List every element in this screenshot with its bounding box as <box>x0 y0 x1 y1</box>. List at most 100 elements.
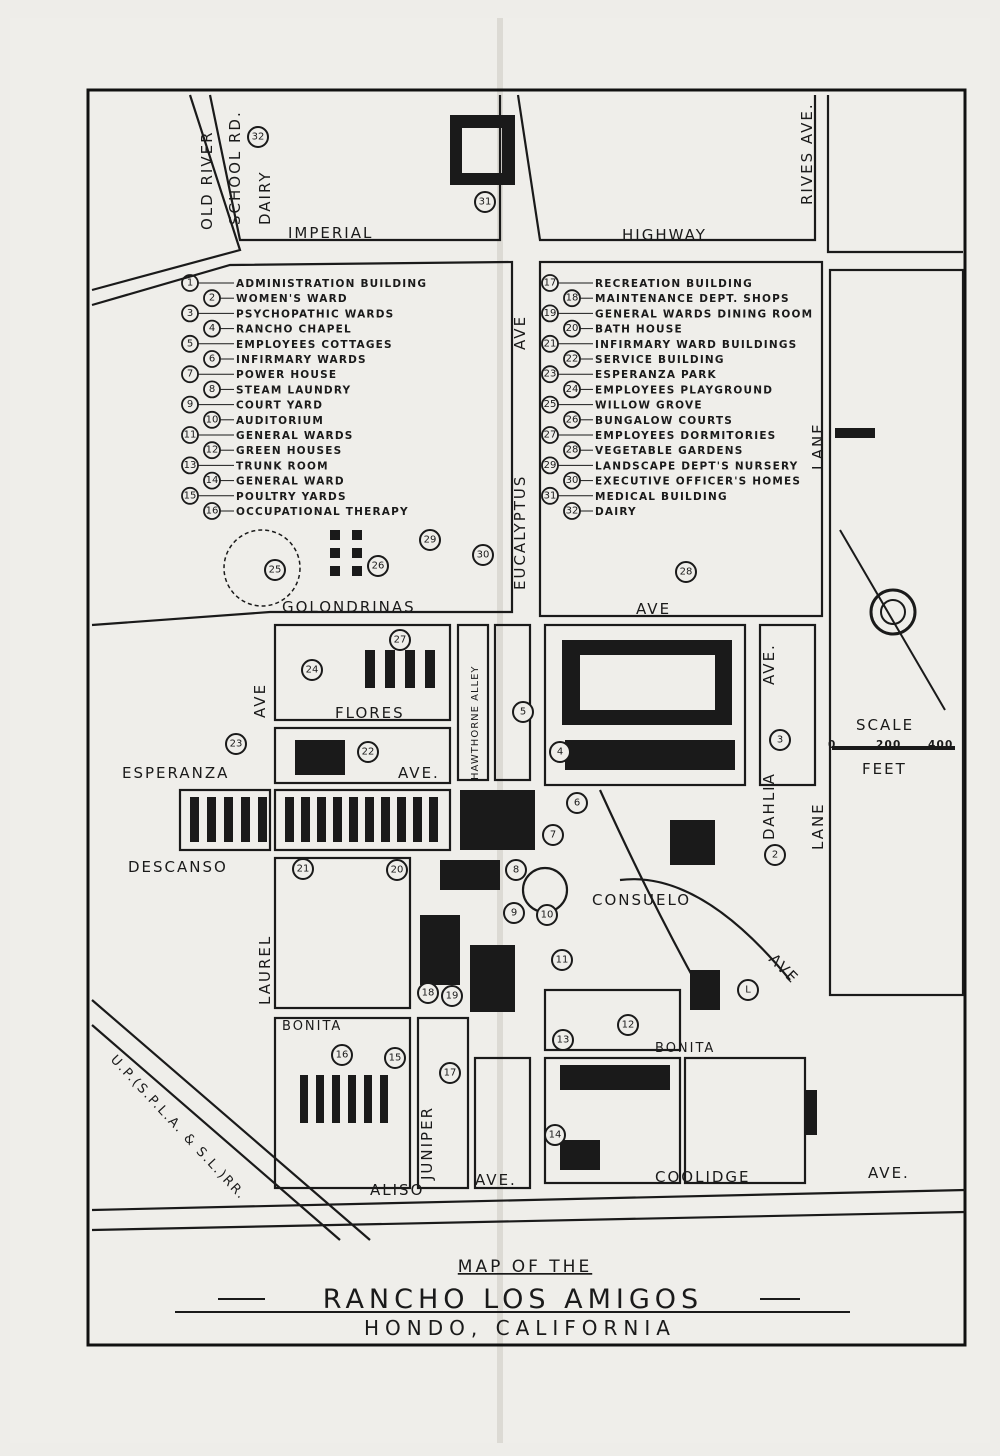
marker-number: L <box>745 985 751 996</box>
marker-number: 17 <box>444 1068 457 1079</box>
marker-number: 9 <box>511 908 517 919</box>
map-marker-27: 27 <box>389 629 411 651</box>
street-bonita-right: BONITA <box>655 1041 715 1056</box>
legend-number: 22 <box>566 354 579 365</box>
street-highway: HIGHWAY <box>622 226 707 244</box>
legend-number: 11 <box>184 430 197 441</box>
block-psychopathic <box>543 623 747 787</box>
legend-number: 7 <box>187 369 193 380</box>
map-marker-9: 9 <box>503 902 525 924</box>
block-maintenance <box>273 856 412 1010</box>
block-top-middle <box>516 94 817 242</box>
legend-label: EMPLOYEES PLAYGROUND <box>595 384 773 396</box>
marker-number: 18 <box>422 988 435 999</box>
street-lane-lower: LANE <box>809 802 827 850</box>
legend-number: 12 <box>206 445 219 456</box>
legend-label: INFIRMARY WARDS <box>236 354 367 366</box>
marker-number: 3 <box>777 735 783 746</box>
street-consuelo: CONSUELO <box>592 891 691 909</box>
map-marker-31: 31 <box>474 191 496 213</box>
marker-number: 31 <box>479 197 492 208</box>
block-juniper <box>416 1016 470 1190</box>
marker-number: 2 <box>772 850 778 861</box>
block-descanso-west <box>178 788 272 852</box>
street-old-river: OLD RIVER <box>198 131 216 231</box>
buildings <box>190 115 875 1170</box>
legend-number: 16 <box>206 506 219 517</box>
block-top-left <box>208 94 502 242</box>
legend-number: 19 <box>544 308 557 319</box>
map-marker-13: 13 <box>552 1029 574 1051</box>
old-river-road <box>91 94 242 292</box>
legend-number: 17 <box>544 278 557 289</box>
psychopathic-wards <box>562 640 732 725</box>
street-juniper: JUNIPER <box>418 1106 436 1181</box>
marker-number: 21 <box>297 864 310 875</box>
block-legend-left <box>91 260 514 627</box>
womens-ward <box>670 820 715 865</box>
legend-number: 21 <box>544 338 557 349</box>
street-dahlia-ave: AVE. <box>760 643 778 685</box>
block-east <box>828 268 965 997</box>
marker-number: 30 <box>477 550 490 561</box>
map-marker-7: 7 <box>542 824 564 846</box>
street-coolidge-ave: AVE. <box>868 1164 910 1182</box>
scale-unit: FEET <box>862 760 907 778</box>
legend-number: 28 <box>566 445 579 456</box>
street-hawthorne-alley: HAWTHORNE ALLEY <box>470 665 481 780</box>
railroad-east <box>91 1024 341 1241</box>
legend-label: BUNGALOW COURTS <box>595 415 733 427</box>
street-bonita-left: BONITA <box>282 1019 342 1034</box>
street-imperial: IMPERIAL <box>288 224 373 242</box>
general-ward-south <box>560 1065 670 1090</box>
east-building <box>835 428 875 438</box>
map-title: MAP OF THE RANCHO LOS AMIGOS HONDO, CALI… <box>175 1257 850 1340</box>
legend-label: EMPLOYEES COTTAGES <box>236 339 393 351</box>
street-dairy: DAIRY <box>256 170 274 225</box>
legend-label: ADMINISTRATION BUILDING <box>236 278 427 290</box>
marker-number: 27 <box>394 635 407 646</box>
map-frame <box>86 88 967 1347</box>
title-line-3: HONDO, CALIFORNIA <box>364 1316 676 1340</box>
scale-tick-0: 0 <box>828 739 837 751</box>
marker-number: 11 <box>556 955 569 966</box>
legend-number: 14 <box>206 475 219 486</box>
legend-label: MAINTENANCE DEPT. SHOPS <box>595 293 790 305</box>
block-general-ward <box>543 1056 682 1185</box>
legend-label: VEGETABLE GARDENS <box>595 445 744 457</box>
map-marker-18: 18 <box>417 982 439 1004</box>
marker-number: 28 <box>680 567 693 578</box>
legend-label: EMPLOYEES DORMITORIES <box>595 430 776 442</box>
street-rives-ave: RIVES AVE. <box>798 102 816 205</box>
legend-label: ESPERANZA PARK <box>595 369 717 381</box>
block-south <box>473 1056 532 1190</box>
street-esperanza-ave: AVE. <box>398 764 440 782</box>
legend-label: POWER HOUSE <box>236 369 337 381</box>
marker-number: 32 <box>252 132 265 143</box>
street-golondrinas: GOLONDRINAS <box>282 598 416 616</box>
marker-number: 19 <box>446 991 459 1002</box>
legend-label: SERVICE BUILDING <box>595 354 725 366</box>
marker-number: 26 <box>372 561 385 572</box>
block-dahlia <box>758 623 817 787</box>
title-line-2: RANCHO LOS AMIGOS <box>323 1284 703 1315</box>
map-marker-25: 25 <box>264 559 286 581</box>
coolidge-north-edge <box>91 1188 966 1212</box>
map-marker-26: 26 <box>367 555 389 577</box>
general-ward-small <box>560 1140 600 1170</box>
legend-label: MEDICAL BUILDING <box>595 491 728 503</box>
